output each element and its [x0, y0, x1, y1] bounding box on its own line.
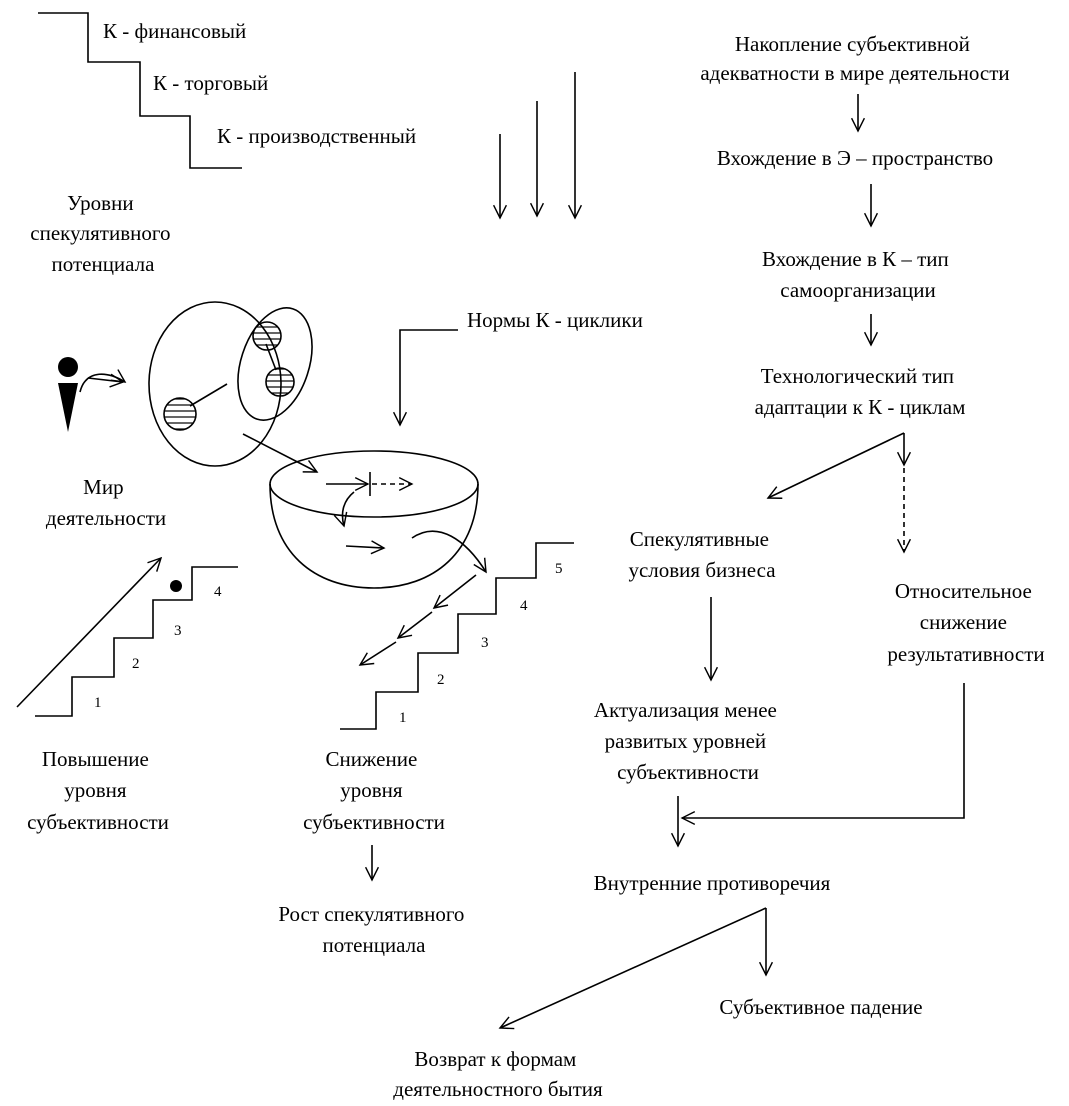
branch-arrow-left — [766, 432, 905, 499]
stairs-up-num-3: 3 — [174, 623, 182, 639]
world-of-activity-icon — [148, 301, 313, 467]
norms-arrow — [392, 329, 458, 427]
return-label: Возврат к формам деятельностного бытия — [393, 1047, 603, 1101]
world-to-bowl-arrow — [242, 433, 319, 473]
stairs-down-num-2: 2 — [437, 672, 445, 688]
stairs-up-caption: Повышение уровня субъективности — [27, 747, 169, 834]
stairs-down-num-3: 3 — [481, 635, 489, 651]
norms-label: Нормы К - циклики — [467, 308, 643, 332]
stairs-down-num-1: 1 — [399, 710, 407, 726]
stairs-down-num-4: 4 — [520, 598, 528, 614]
to-return-arrow — [498, 907, 767, 1030]
actualization-label: Актуализация менее развитых уровней субъ… — [594, 698, 782, 784]
rising-arrow — [16, 556, 163, 708]
stairs-up — [16, 556, 238, 717]
bowl-icon — [269, 450, 487, 589]
fall-label: Субъективное падение — [719, 995, 922, 1019]
accumulation-label: Накопление субъективной адекватности в м… — [700, 32, 1009, 85]
entry-k-label: Вхождение в К – тип самоорганизации — [762, 247, 954, 302]
stairs-up-num-4: 4 — [214, 584, 222, 600]
person-to-world-arrow — [79, 369, 127, 393]
position-dot — [170, 580, 182, 592]
world-label: Мир деятельности — [46, 475, 166, 530]
person-to-world-arrow-2 — [87, 373, 125, 388]
stairs-down — [340, 542, 574, 730]
level-trade: К - торговый — [153, 71, 268, 95]
stairs-up-num-1: 1 — [94, 695, 102, 711]
contradictions-label: Внутренние противоречия — [594, 871, 831, 895]
tech-type-label: Технологический тип адаптации к К - цикл… — [755, 364, 966, 419]
stairs-up-num-2: 2 — [132, 656, 140, 672]
levels-caption: Уровни спекулятивного потенциала — [30, 191, 175, 276]
decline-merge-arrow — [680, 683, 965, 826]
speculative-label: Спекулятивные условия бизнеса — [628, 527, 776, 582]
relative-decline-label: Относительное снижение результативности — [887, 579, 1044, 666]
stairs-down-num-5: 5 — [555, 561, 563, 577]
level-production: К - производственный — [217, 124, 416, 148]
person-icon — [58, 357, 78, 432]
entry-e-label: Вхождение в Э – пространство — [717, 146, 993, 170]
stairs-down-caption: Снижение уровня субъективности — [303, 747, 445, 834]
growth-label: Рост спекулятивного потенциала — [278, 902, 469, 957]
level-financial: К - финансовый — [103, 19, 246, 43]
down-arrows-group — [492, 72, 583, 220]
speculative-levels-stairs — [38, 12, 242, 169]
